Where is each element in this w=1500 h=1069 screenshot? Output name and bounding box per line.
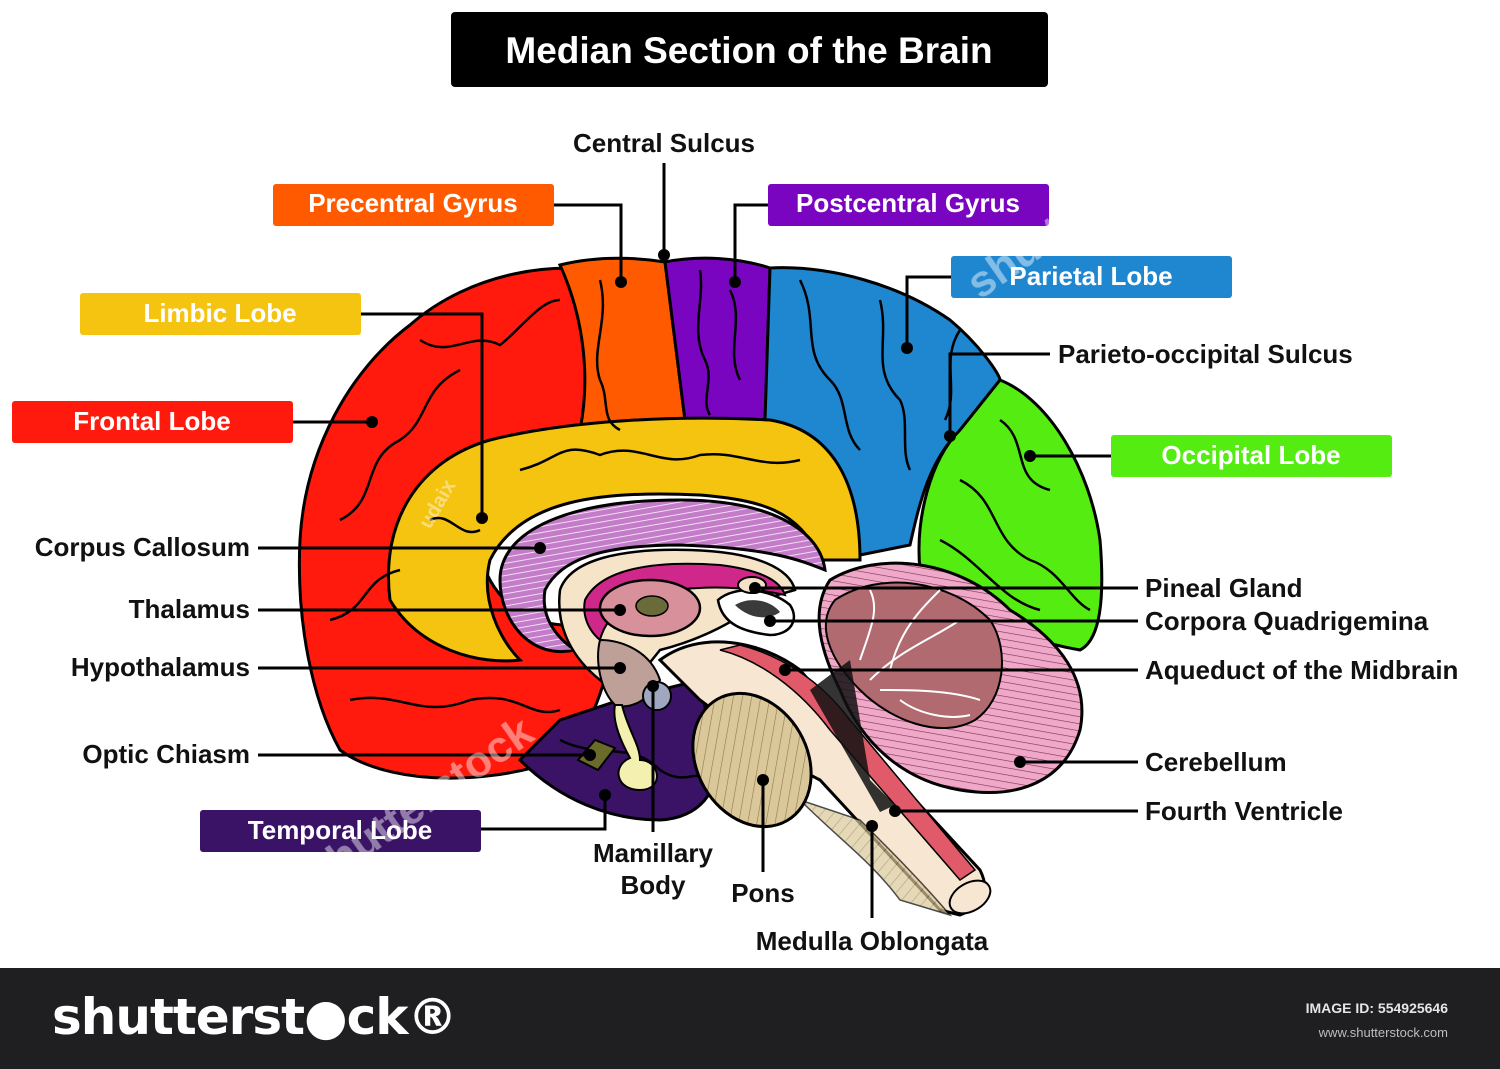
optic-chiasm-label: Optic Chiasm <box>82 739 250 769</box>
limbic-lobe-label: Limbic Lobe <box>143 298 296 328</box>
postcentral-gyrus-label: Postcentral Gyrus <box>796 188 1020 218</box>
pituitary-stalk <box>613 704 658 792</box>
pineal-gland-label: Pineal Gland <box>1145 573 1303 603</box>
occipital-lobe-box <box>1111 435 1392 477</box>
brain-diagram: Median Section of the Brain <box>12 12 1458 956</box>
occipital-lobe-label: Occipital Lobe <box>1161 440 1340 470</box>
mamillary-body-label-line2: Body <box>621 870 687 900</box>
postcentral-gyrus-region <box>663 256 772 422</box>
pons-region <box>691 691 813 829</box>
precentral-gyrus-box <box>273 184 554 226</box>
temporal-lobe-box <box>200 810 481 852</box>
fourth-ventricle-region <box>810 660 895 812</box>
parieto-occipital-sulcus-label: Parieto-occipital Sulcus <box>1058 339 1353 369</box>
medulla-fibers <box>799 799 953 917</box>
footer-image-id: IMAGE ID: 554925646 <box>1305 1000 1448 1016</box>
leader-dots <box>366 249 1036 832</box>
medulla-end <box>948 879 992 915</box>
thalamus-label: Thalamus <box>129 594 250 624</box>
leader-lines <box>258 163 1138 918</box>
postcentral-gyrus-box <box>768 184 1049 226</box>
parietal-lobe-label: Parietal Lobe <box>1009 261 1172 291</box>
brainstem-core <box>719 644 977 881</box>
tectum-inner <box>735 600 780 618</box>
footer-bar <box>0 968 1500 1069</box>
footer-url: www.shutterstock.com <box>1318 1025 1448 1040</box>
frontal-lobe-label: Frontal Lobe <box>73 406 230 436</box>
central-sulcus-label: Central Sulcus <box>573 128 755 158</box>
footer-brand: shutterst●ck® <box>52 988 458 1046</box>
gyri-lines <box>329 269 1091 791</box>
aqueduct-label: Aqueduct of the Midbrain <box>1145 655 1458 685</box>
parietal-lobe-box <box>951 256 1232 298</box>
temporal-lobe-label: Temporal Lobe <box>248 815 432 845</box>
title: Median Section of the Brain <box>505 30 992 71</box>
cerebellum-label: Cerebellum <box>1145 747 1287 777</box>
mamillary-body-label-line1: Mamillary <box>593 838 713 868</box>
fourth-ventricle-label: Fourth Ventricle <box>1145 796 1343 826</box>
corpus-callosum-label: Corpus Callosum <box>35 532 250 562</box>
precentral-gyrus-label: Precentral Gyrus <box>308 188 518 218</box>
pons-label: Pons <box>731 878 795 908</box>
thalamus-nucleus <box>635 595 669 617</box>
optic-chiasm-region <box>576 738 617 772</box>
medulla-oblongata-label: Medulla Oblongata <box>756 926 989 956</box>
limbic-lobe-box <box>80 293 361 335</box>
corpora-quadrigemina-label: Corpora Quadrigemina <box>1145 606 1429 636</box>
title-box <box>451 12 1048 87</box>
frontal-lobe-box <box>12 401 293 443</box>
hypothalamus-label: Hypothalamus <box>71 652 250 682</box>
